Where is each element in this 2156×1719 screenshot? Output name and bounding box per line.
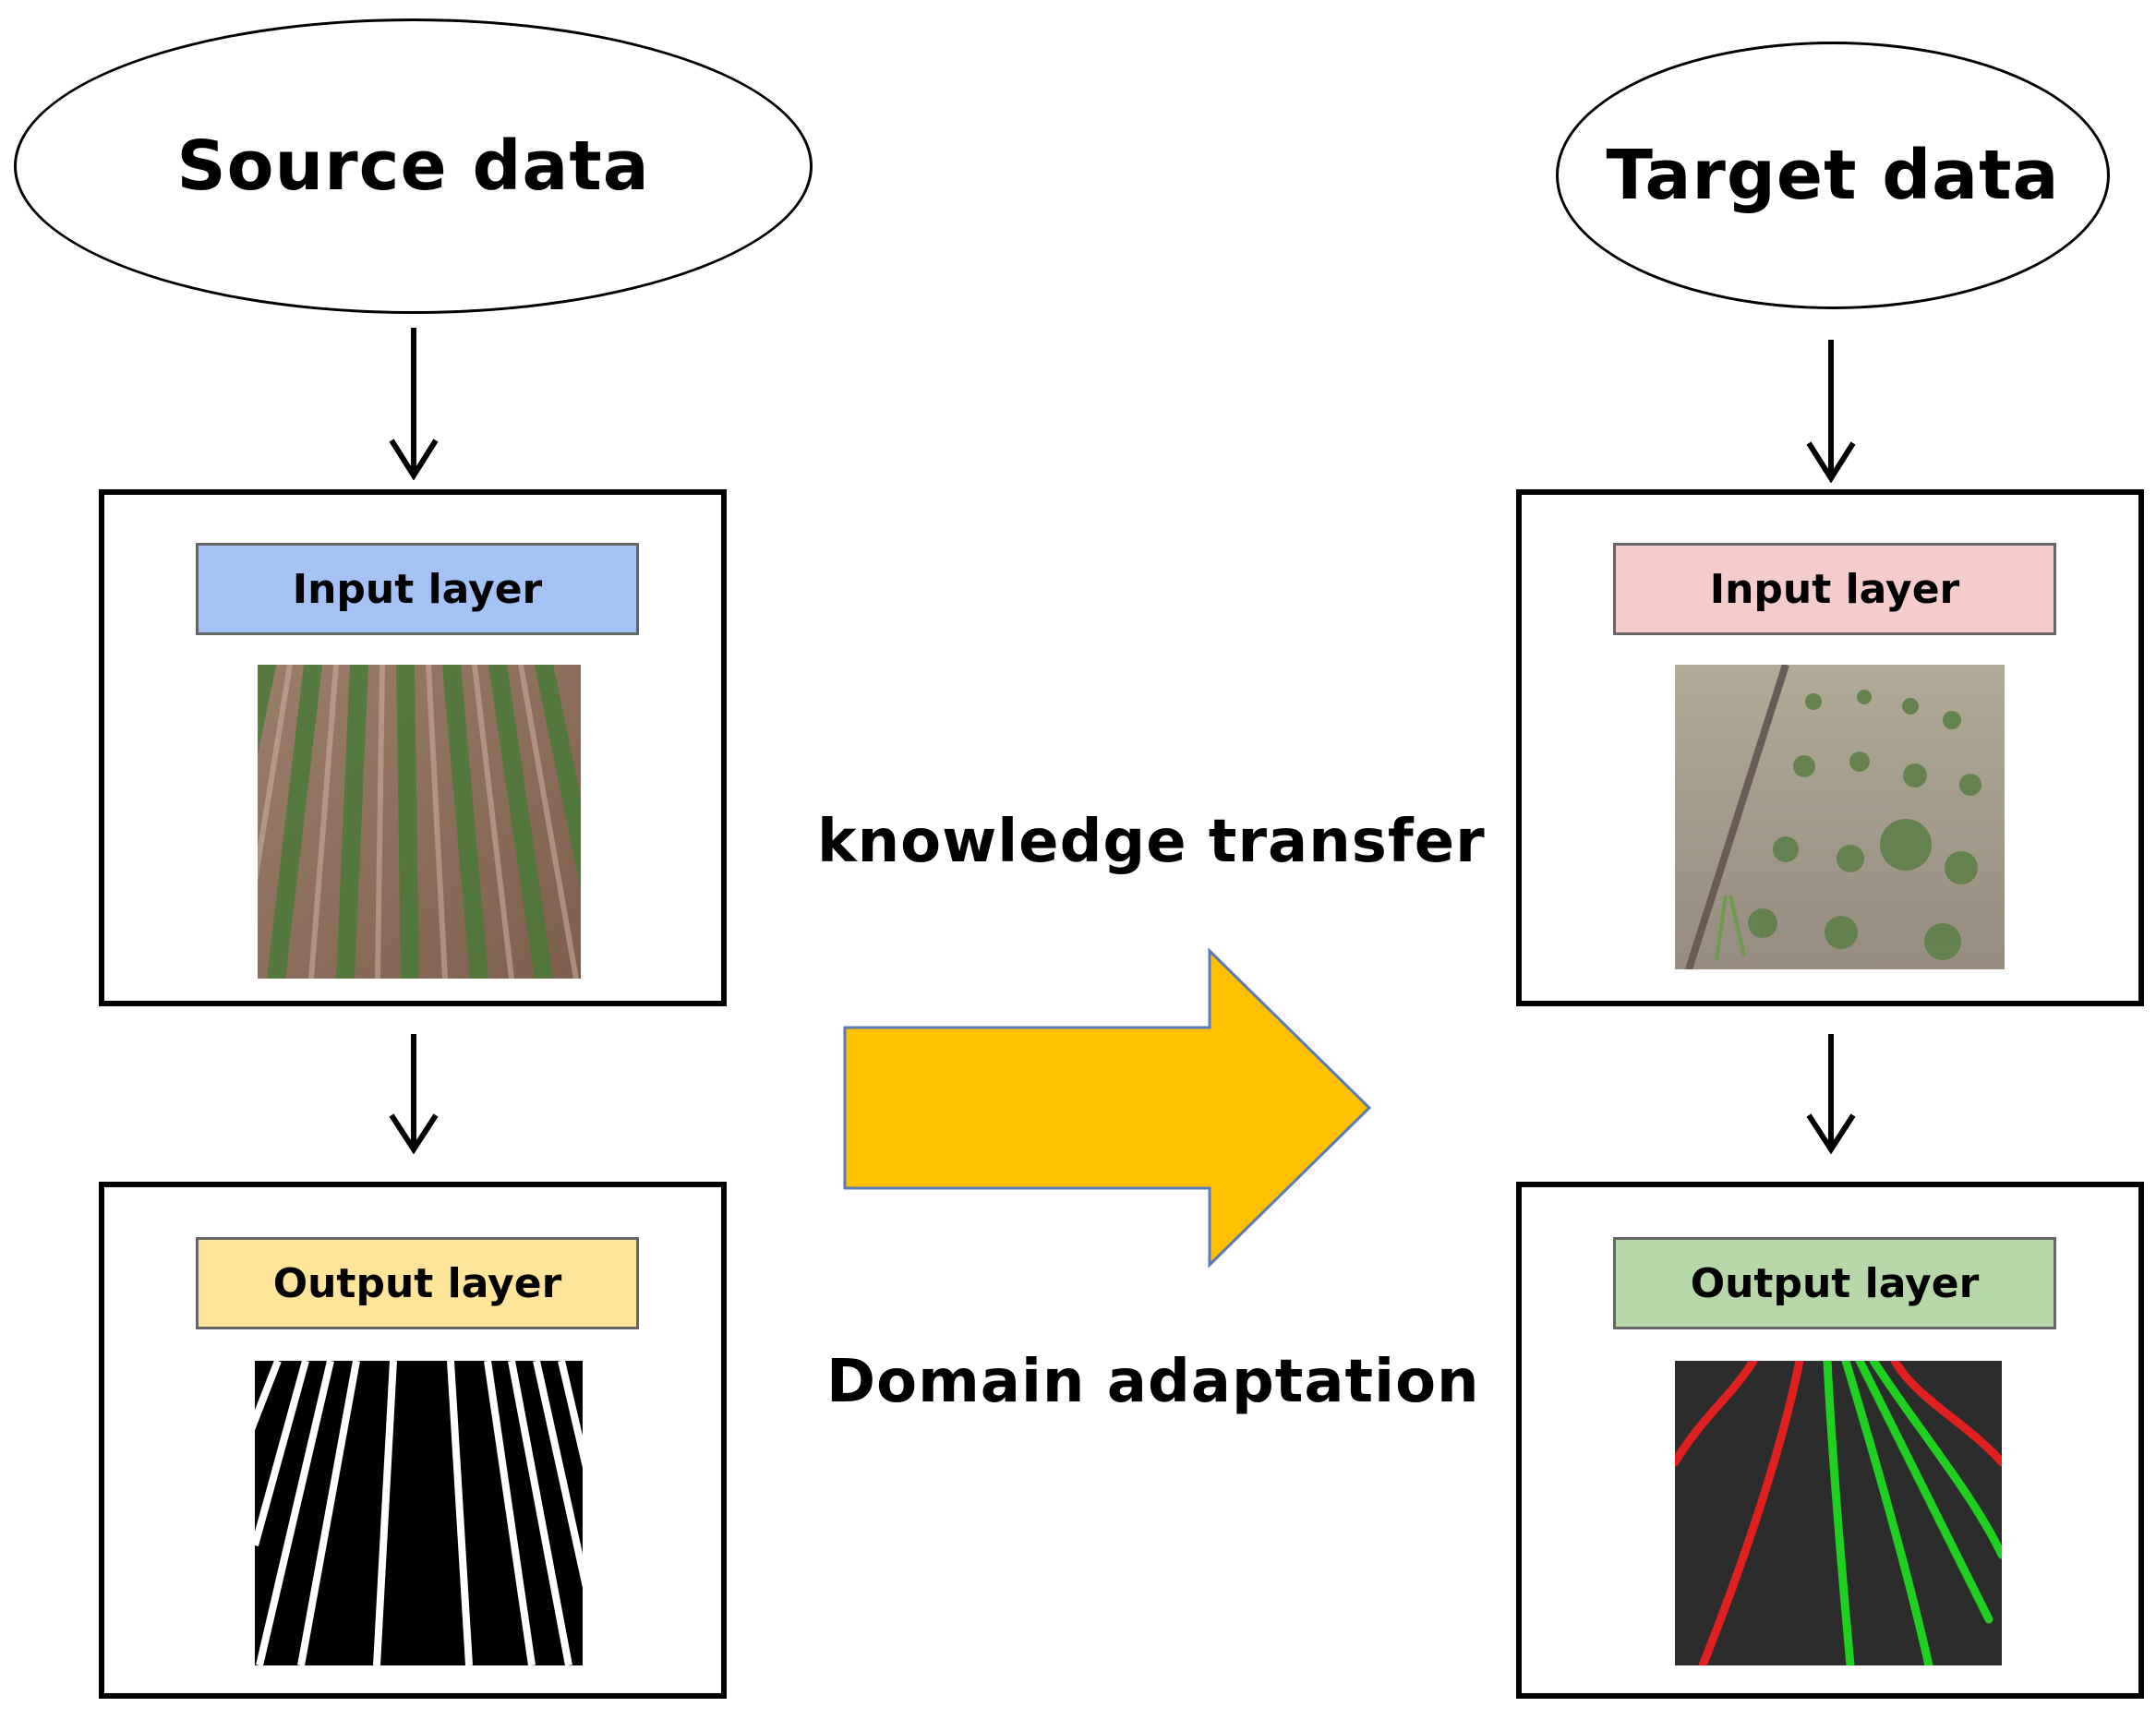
target-data-ellipse: Target data [1556,42,2110,309]
source-data-title: Source data [176,126,650,206]
target-to-input-arrow-icon [1806,340,1856,483]
target-output-panel: Output layer [1516,1182,2144,1699]
source-output-panel: Output layer [99,1182,727,1699]
target-input-to-output-arrow-icon [1806,1034,1856,1154]
target-input-layer-label: Input layer [1613,543,2056,635]
source-binary-mask-image [255,1361,583,1665]
knowledge-transfer-label: knowledge transfer [817,808,1486,876]
source-input-layer-label: Input layer [196,543,639,635]
target-input-panel: Input layer [1516,489,2144,1006]
target-output-layer-text: Output layer [1690,1259,1980,1307]
target-data-title: Target data [1606,136,2060,215]
target-input-layer-text: Input layer [1709,565,1960,613]
target-output-layer-label: Output layer [1613,1237,2056,1329]
domain-adaptation-label: Domain adaptation [826,1348,1480,1416]
source-data-ellipse: Source data [14,18,813,314]
source-output-layer-text: Output layer [272,1259,562,1307]
source-input-panel: Input layer [99,489,727,1006]
input-to-output-arrow-icon [389,1034,439,1154]
source-to-input-arrow-icon [389,328,439,480]
source-input-layer-text: Input layer [292,565,543,613]
source-crop-field-image [258,665,581,979]
target-crop-field-image [1675,665,2005,969]
source-output-layer-label: Output layer [196,1237,639,1329]
knowledge-transfer-arrow-icon [843,947,1372,1268]
target-colored-mask-image [1675,1361,2002,1665]
